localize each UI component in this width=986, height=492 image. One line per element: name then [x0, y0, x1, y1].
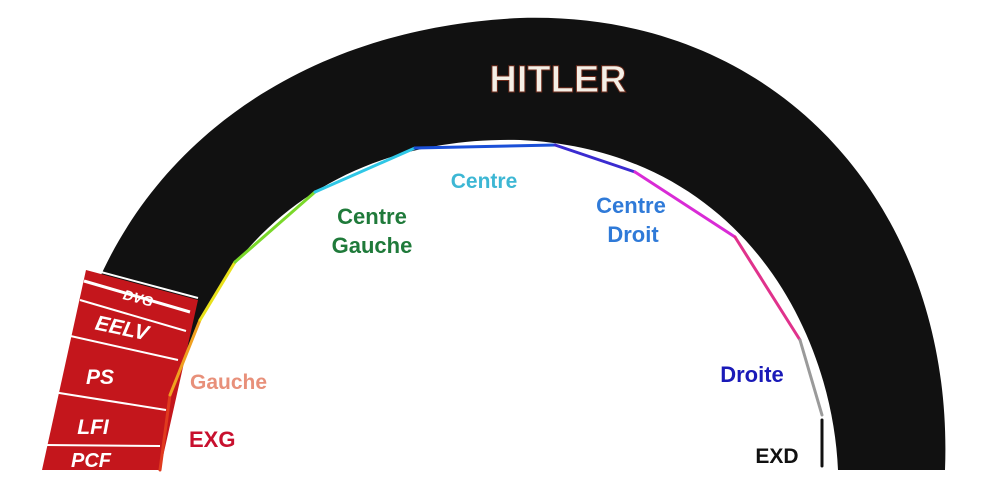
- segment-label-pcf: PCF: [71, 450, 112, 472]
- spectrum-left-yellow-line: [198, 260, 237, 322]
- left-party-stack: DVG EELV PS LFI PCF: [42, 267, 199, 472]
- spectrum-exg-line: [158, 393, 172, 472]
- segment-label-ps: PS: [86, 366, 114, 389]
- spectrum-centre-gauche-line: [233, 190, 317, 264]
- segment-label-lfi: LFI: [77, 416, 110, 439]
- spectrum-exd-gray-line: [798, 338, 824, 417]
- spectrum-centre-left-line: [313, 146, 417, 194]
- label-centre-droit-2: Droit: [607, 222, 659, 247]
- spectrum-right-magenta-line: [633, 170, 737, 239]
- label-gauche: Gauche: [190, 371, 267, 394]
- spectrum-centre-line: [413, 143, 557, 150]
- spectrum-centre-droit-line: [553, 143, 637, 174]
- label-exg: EXG: [189, 427, 235, 452]
- segment-divider: [44, 444, 161, 447]
- label-centre-droit-1: Centre: [596, 193, 666, 218]
- spectrum-droite-line: [733, 235, 802, 342]
- banner-title: HITLER: [489, 59, 626, 101]
- label-centre-gauche-1: Centre: [337, 204, 407, 229]
- spectrum-gauche-line: [168, 318, 202, 397]
- segment-divider: [65, 334, 179, 361]
- label-centre: Centre: [451, 170, 518, 193]
- left-block-shape: [42, 270, 198, 470]
- segment-divider: [85, 267, 199, 299]
- segment-divider: [79, 299, 187, 332]
- label-exd: EXD: [755, 445, 798, 468]
- hitler-arc-band: [60, 17, 946, 471]
- label-droite: Droite: [720, 362, 784, 387]
- segment-divider: [52, 391, 167, 411]
- label-centre-gauche-2: Gauche: [332, 233, 413, 258]
- spectrum-line: [158, 143, 824, 472]
- segment-divider: [83, 279, 191, 314]
- segment-label-dvg: DVG: [122, 286, 156, 309]
